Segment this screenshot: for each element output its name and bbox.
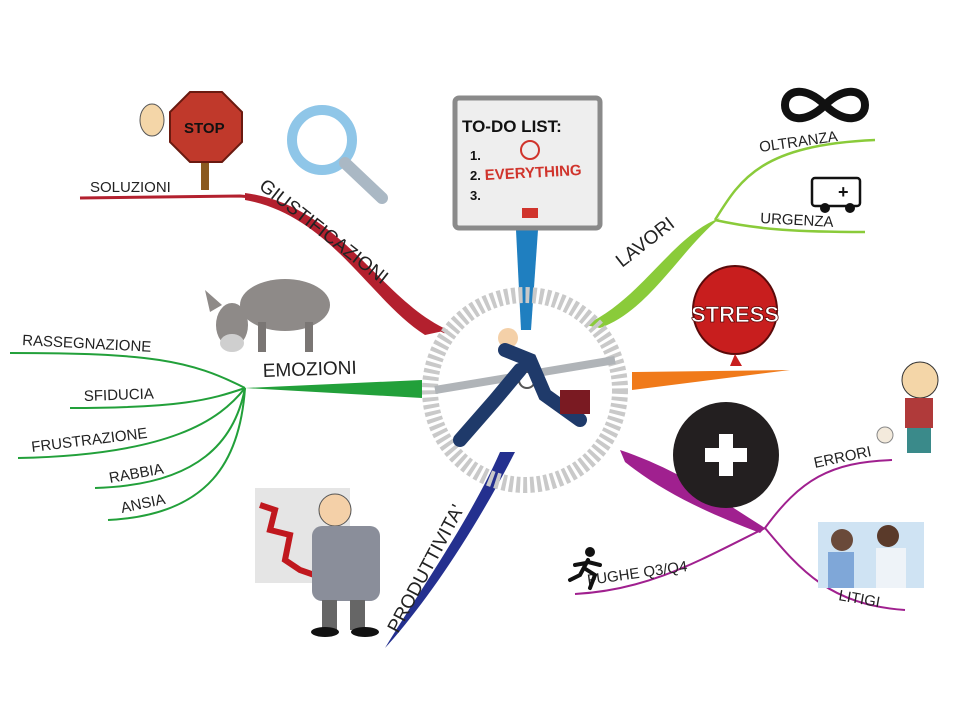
todo-title: TO-DO LIST:	[462, 117, 562, 136]
label-urgenza: URGENZA	[760, 210, 834, 231]
todo-item-2: 2.	[470, 168, 481, 183]
label-rassegnazione: RASSEGNAZIONE	[22, 332, 152, 356]
businessman-running-in-wheel-icon	[422, 287, 628, 493]
branch-produttivita: PRODUTTIVITA'	[255, 452, 515, 648]
todo-everything: EVERYTHING	[484, 162, 582, 184]
svg-text:+: +	[838, 182, 849, 202]
falling-chart-man-icon	[255, 488, 380, 637]
infinity-icon	[780, 87, 870, 123]
label-sfiducia: SFIDUCIA	[84, 386, 155, 405]
label-frustrazione: FRUSTRAZIONE	[30, 425, 148, 456]
donkey-icon	[205, 279, 330, 352]
label-soluzioni: SOLUZIONI	[90, 179, 171, 196]
todo-board-icon: TO-DO LIST: 1. 2. 3. EVERYTHING	[452, 95, 603, 231]
label-litigi: LITIGI	[837, 587, 881, 611]
svg-text:STOP: STOP	[184, 120, 225, 137]
branch-stress: STRESS	[632, 265, 790, 390]
plus-icon	[673, 402, 779, 508]
boy-icon	[876, 361, 939, 453]
branch-emozioni: EMOZIONI RASSEGNAZIONE SFIDUCIA FRUSTRAZ…	[9, 279, 422, 521]
label-rabbia: RABBIA	[108, 461, 165, 487]
stop-sign-icon: STOP	[139, 91, 243, 190]
branch-plus: ERRORI LITIGI FUGHE Q3/Q4	[568, 361, 939, 611]
label-emozioni: EMOZIONI	[262, 358, 357, 382]
stress-label: STRESS	[691, 302, 779, 327]
label-produttivita: PRODUTTIVITA'	[384, 501, 469, 636]
magnifier-icon	[287, 105, 388, 204]
todo-item-1: 1.	[470, 148, 481, 163]
todo-item-3: 3.	[470, 188, 481, 203]
branch-todo: TO-DO LIST: 1. 2. 3. EVERYTHING	[452, 95, 603, 330]
arguing-men-icon	[818, 522, 924, 588]
runner-icon	[568, 547, 602, 590]
label-ansia: ANSIA	[119, 491, 167, 517]
stress-balloon-icon: STRESS	[691, 265, 779, 366]
ambulance-icon: +	[810, 176, 862, 213]
